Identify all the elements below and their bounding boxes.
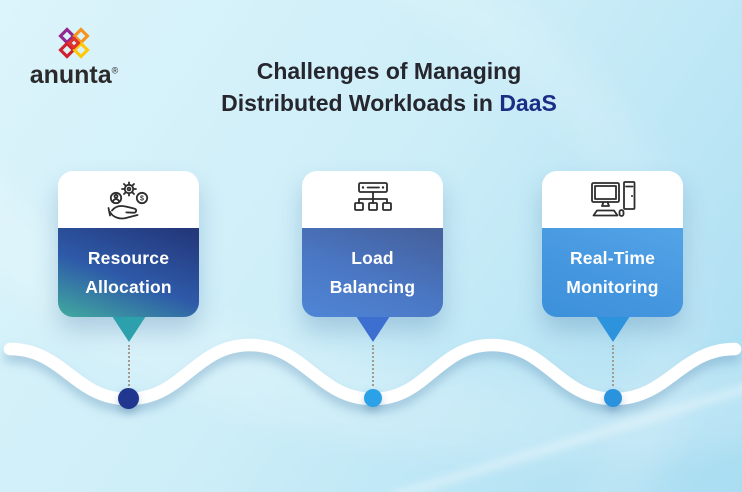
real-time-monitoring-icon <box>590 180 635 217</box>
challenge-group-resource-allocation: $ Resource Allocation <box>58 171 199 409</box>
resource-allocation-card: $ Resource Allocation <box>58 171 199 317</box>
title-line-2: Distributed Workloads in DaaS <box>36 87 742 119</box>
dotted-connector <box>371 345 374 386</box>
anunta-knot-icon <box>58 27 90 59</box>
card-pointer <box>111 316 146 342</box>
card-label-line1: Resource <box>87 247 170 268</box>
daas-highlight: DaaS <box>499 90 557 116</box>
card-pointer <box>595 316 630 342</box>
challenge-group-real-time-monitoring: Real-Time Monitoring <box>542 171 683 407</box>
dotted-connector <box>127 345 130 386</box>
card-label-line2: Balancing <box>329 276 416 297</box>
dotted-connector <box>611 345 614 386</box>
card-label-line2: Allocation <box>85 276 172 297</box>
card-label-line1: Load <box>351 247 394 268</box>
timeline-dot <box>363 389 382 407</box>
card-label: Real-Time Monitoring <box>542 228 683 317</box>
card-label-line2: Monitoring <box>566 276 659 297</box>
page-title: Challenges of Managing Distributed Workl… <box>36 55 742 119</box>
brand-wordmark: anunta® <box>29 61 119 89</box>
registered-mark: ® <box>111 65 119 76</box>
card-icon-panel: $ <box>58 171 199 228</box>
load-balancing-card: Load Balancing <box>302 171 443 317</box>
challenge-group-load-balancing: Load Balancing <box>302 171 443 407</box>
title-line-1: Challenges of Managing <box>256 58 522 84</box>
card-label: Resource Allocation <box>58 228 199 317</box>
svg-text:$: $ <box>140 195 144 202</box>
card-icon-panel <box>302 171 443 228</box>
load-balancing-icon <box>353 181 392 211</box>
brand-logo: anunta® <box>28 27 120 88</box>
real-time-monitoring-card: Real-Time Monitoring <box>542 171 683 317</box>
timeline-dot <box>118 388 139 409</box>
card-pointer <box>355 316 390 342</box>
resource-allocation-icon: $ <box>107 181 148 219</box>
card-label-line1: Real-Time <box>569 247 656 268</box>
card-label: Load Balancing <box>302 228 443 317</box>
card-icon-panel <box>542 171 683 228</box>
timeline-dot <box>603 389 622 407</box>
title-line-2-text: Distributed Workloads in <box>221 90 493 116</box>
